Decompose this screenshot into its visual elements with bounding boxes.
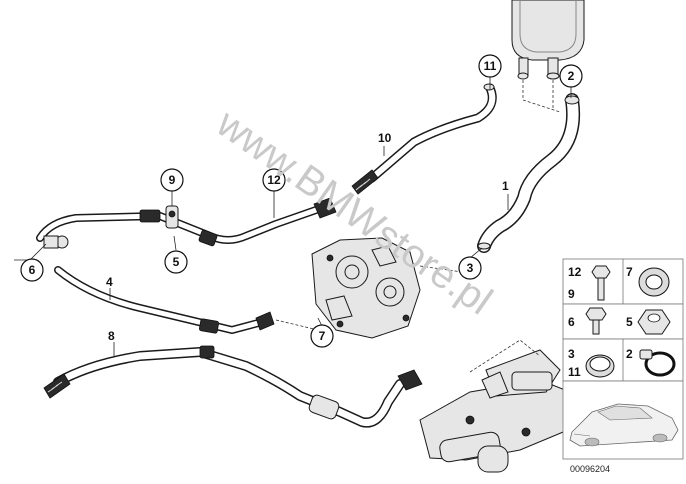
reservoir-dash-line bbox=[522, 80, 561, 113]
screw-icon bbox=[585, 307, 607, 335]
legend-9: 9 bbox=[568, 287, 575, 301]
pressure-hose-upper bbox=[36, 197, 337, 249]
pump-dash-line bbox=[275, 265, 463, 331]
legend-6: 6 bbox=[568, 315, 575, 329]
svg-text:11: 11 bbox=[484, 59, 497, 73]
label-4: 4 bbox=[106, 275, 113, 289]
svg-text:6: 6 bbox=[29, 263, 36, 277]
legend-2: 2 bbox=[626, 347, 633, 361]
svg-text:3: 3 bbox=[467, 261, 474, 275]
svg-text:7: 7 bbox=[319, 329, 326, 343]
callout-9: 9 bbox=[160, 168, 184, 192]
lead-lines bbox=[14, 76, 572, 356]
label-8: 8 bbox=[108, 329, 115, 343]
callout-6: 6 bbox=[20, 258, 44, 282]
callout-3: 3 bbox=[458, 256, 482, 280]
svg-text:2: 2 bbox=[568, 69, 575, 83]
legend-5: 5 bbox=[626, 315, 633, 329]
bolt-icon bbox=[591, 265, 611, 301]
nut-icon bbox=[637, 309, 671, 335]
steering-gear bbox=[419, 349, 571, 473]
clamp-9 bbox=[165, 205, 179, 229]
fluid-reservoir bbox=[511, 0, 585, 80]
hose-8 bbox=[43, 345, 423, 428]
hose-clip-icon bbox=[585, 354, 615, 378]
label-1: 1 bbox=[502, 179, 509, 193]
callout-7: 7 bbox=[310, 324, 334, 348]
legend-3: 3 bbox=[568, 347, 575, 361]
pressure-hose-4 bbox=[54, 266, 275, 334]
svg-text:12: 12 bbox=[267, 173, 281, 187]
parts-legend: 12 9 7 6 5 3 11 2 bbox=[562, 258, 684, 460]
hose-clamp-icon bbox=[639, 349, 676, 377]
svg-text:5: 5 bbox=[173, 255, 180, 269]
legend-12: 12 bbox=[568, 265, 582, 279]
callout-5: 5 bbox=[164, 250, 188, 274]
diagram-reference: 00096204 bbox=[570, 464, 610, 474]
legend-11: 11 bbox=[568, 365, 581, 379]
hose-return-10 bbox=[351, 83, 497, 195]
gear-dash-line bbox=[469, 339, 541, 373]
callout-12: 12 bbox=[262, 168, 286, 192]
sealing-ring-icon bbox=[638, 267, 670, 297]
hose-suction-1 bbox=[477, 93, 581, 253]
legend-7: 7 bbox=[626, 265, 633, 279]
label-10: 10 bbox=[378, 131, 392, 145]
steering-pump bbox=[311, 237, 421, 339]
callout-2: 2 bbox=[559, 64, 583, 88]
car-silhouette-icon bbox=[569, 403, 679, 447]
svg-text:9: 9 bbox=[169, 173, 176, 187]
callout-11: 11 bbox=[478, 54, 502, 78]
